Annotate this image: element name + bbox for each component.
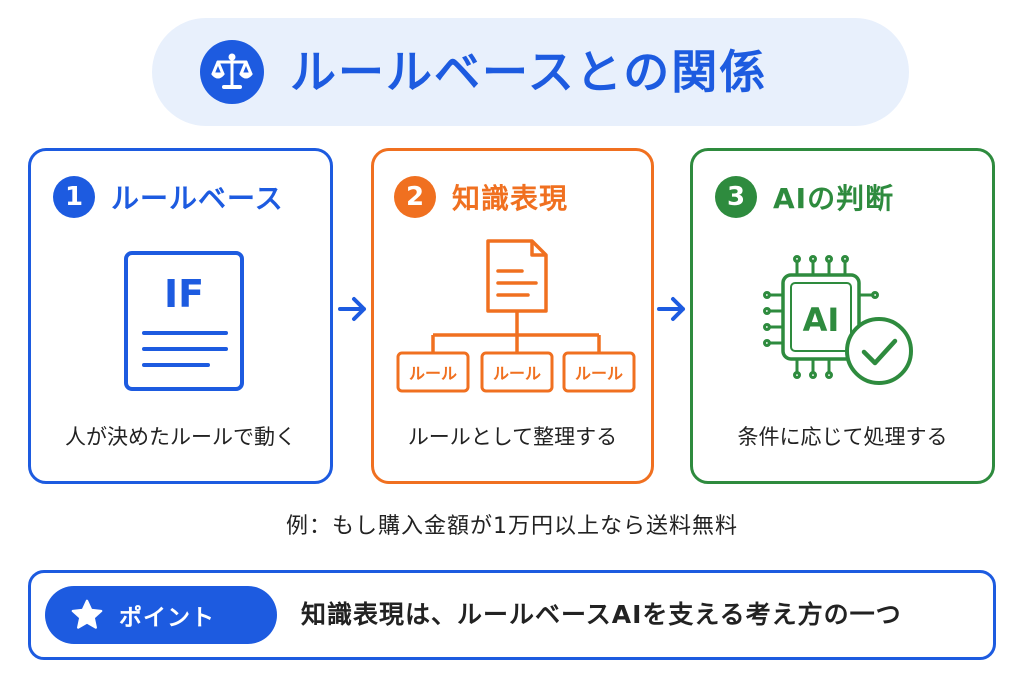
rule-box-label: ルール bbox=[409, 364, 457, 383]
card-description: 人が決めたルールで動く bbox=[65, 425, 296, 449]
card-knowledge-representation: 2 知識表現 ルール ルール ルール ルールとして整理する bbox=[371, 148, 654, 484]
card-title: ルールベース bbox=[111, 182, 284, 215]
card-description: 条件に応じて処理する bbox=[737, 425, 948, 449]
if-label: IF bbox=[164, 272, 204, 316]
rule-box-label: ルール bbox=[575, 364, 623, 383]
arrow-right-icon bbox=[657, 297, 685, 321]
point-box: ポイント 知識表現は、ルールベースAIを支える考え方の一つ bbox=[28, 570, 996, 660]
star-icon bbox=[71, 599, 103, 629]
card-header: 3 AIの判断 bbox=[715, 175, 894, 219]
arrow-right-icon bbox=[338, 297, 366, 321]
document-tree-icon: ルール ルール ルール bbox=[396, 239, 636, 393]
card-description: ルールとして整理する bbox=[407, 425, 618, 449]
step-number: 1 bbox=[53, 176, 95, 218]
example-text: 例：もし購入金額が1万円以上なら送料無料 bbox=[286, 514, 738, 539]
card-title: AIの判断 bbox=[773, 182, 895, 215]
step-number: 3 bbox=[715, 176, 757, 218]
card-rule-based: 1 ルールベース IF 人が決めたルールで動く bbox=[28, 148, 333, 484]
rule-box-label: ルール bbox=[493, 364, 541, 383]
step-number: 2 bbox=[394, 176, 436, 218]
title-banner: ルールベースとの関係 bbox=[152, 18, 909, 126]
card-header: 1 ルールベース bbox=[53, 175, 284, 219]
card-title: 知識表現 bbox=[452, 182, 569, 215]
card-header: 2 知識表現 bbox=[394, 175, 568, 219]
ai-chip-label: AI bbox=[803, 301, 840, 339]
scale-icon bbox=[200, 40, 264, 104]
point-text: 知識表現は、ルールベースAIを支える考え方の一つ bbox=[301, 600, 902, 629]
page-title: ルールベースとの関係 bbox=[290, 45, 768, 99]
ai-chip-check-icon: AI bbox=[763, 255, 913, 385]
point-badge: ポイント bbox=[45, 586, 277, 644]
if-document-icon: IF bbox=[124, 251, 244, 391]
point-label: ポイント bbox=[119, 605, 215, 631]
card-ai-judgment: 3 AIの判断 AI 条件に応じて処理する bbox=[690, 148, 995, 484]
